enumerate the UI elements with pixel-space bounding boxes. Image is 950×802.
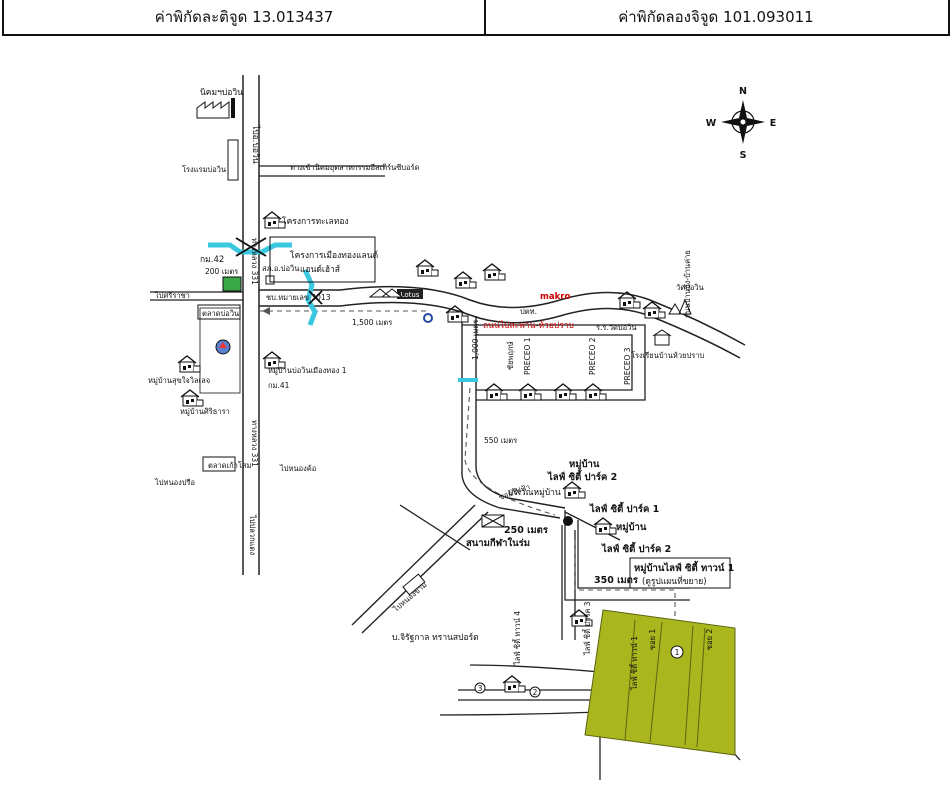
project-site — [584, 609, 736, 756]
road-nong-kham — [351, 504, 489, 634]
label-pluakdaeng-project: โครงการทะเลทอง — [282, 216, 349, 227]
label-school-mueang: โรงเรียนบ้านห้วยปราบ — [631, 351, 704, 360]
label-chiraporn: บ.จิรัฐกาล ทรานสปอร์ต — [392, 632, 479, 643]
label-sanam: สนามกีฬาในร่ม — [466, 537, 530, 549]
thongland-box — [269, 236, 376, 283]
label-to-bowin: ไปอ.บ่อวิน — [250, 124, 261, 164]
road-crossings — [235, 237, 323, 305]
label-km41: กม.41 — [268, 381, 290, 390]
label-to-sriracha: ไปศรีราชา — [154, 291, 190, 300]
label-robinson: โรงแรมบ่อวิน — [182, 165, 226, 174]
site-marker-1-label: 1 — [675, 648, 680, 657]
site-label-box — [629, 557, 731, 589]
latitude-label: ค่าพิกัดละติจูด 13.013437 — [2, 0, 486, 36]
junction-dot — [563, 516, 573, 526]
label-sukhumvit-road: ถนนไปสะพาน-ห้วยปราบ — [483, 320, 574, 331]
label-road-331-b: ทางหลวง 331 — [250, 420, 259, 467]
label-zone-1: ซอย 1 — [648, 629, 657, 650]
label-chaiyaphruek: ชัยพฤกษ์ — [506, 341, 515, 370]
label-life-town-4: ไลฟ์ ซิตี้ ทาวน์ 4 — [512, 611, 522, 666]
marker-3-label: 3 — [478, 684, 483, 693]
label-preceo-3: PRECEO 3 — [623, 347, 632, 385]
label-life-town-1-sub: (ดูรูปแผนที่ขยาย) — [642, 575, 707, 587]
label-preceo-1: PRECEO 1 — [523, 337, 532, 375]
label-1500m: 1,500 เมตร — [352, 318, 392, 327]
label-main-road: ถนนบ้านบึง-บ้านค่าย — [683, 250, 692, 318]
wat-icon — [668, 298, 692, 315]
marker-3 — [474, 682, 486, 694]
label-police: สภ.อ.บ่อวิน — [262, 264, 299, 273]
label-eastern-seaboard: ทางเข้านิคมอุตสาหกรรมอีสเทิร์นซีบอร์ด — [290, 163, 420, 172]
robinson-icon — [227, 139, 239, 181]
stadium-icon — [481, 514, 505, 528]
label-village-bowin-1: หมู่บ้านบ่อวินเมืองทอง 1 — [268, 366, 347, 375]
lotus-icon — [397, 289, 423, 299]
label-250m: 250 เมตร — [504, 525, 549, 536]
label-house-market: ตลาดเก้าโสม — [208, 461, 251, 470]
bus-icon — [402, 573, 426, 596]
label-life-city-2: ไลฟ์ ซิตี้ ปาร์ค 2 — [547, 469, 617, 483]
hospital-icon — [215, 339, 231, 355]
compass-north: N — [739, 86, 747, 97]
label-350m: 350 เมตร — [594, 575, 639, 586]
label-village-area: บริเวณหมู่บ้าน — [508, 487, 561, 498]
market-area — [199, 307, 241, 394]
label-life-town-1b: ไลฟ์ ซิตี้ ทาวน์ 1 — [629, 636, 639, 691]
label-zone-2: ซอย 2 — [705, 629, 714, 650]
highway-331 — [242, 75, 260, 575]
label-to-pluakdaeng: ไปปลวกแดง — [248, 514, 257, 555]
road-south — [461, 312, 566, 519]
label-bowin-estate: นิคมฯบ่อวิน — [200, 88, 243, 98]
arrow-west — [262, 307, 270, 315]
road-to-sriracha — [150, 291, 243, 301]
label-school-bowin: ร.ร.วัดบ่อวิน — [596, 323, 637, 332]
marker-2-label: 2 — [533, 688, 538, 697]
label-life-city-1: ไลฟ์ ซิตี้ ปาร์ค 1 — [589, 501, 659, 515]
compass-west: W — [706, 118, 717, 129]
label-village-sukjai: หมู่บ้านสุขใจวิลเลจ — [148, 376, 210, 385]
factory-icon — [196, 98, 235, 119]
label-km42: กม.42 — [200, 255, 224, 265]
ptt-icon — [222, 276, 242, 292]
makro-label: makro — [540, 292, 570, 302]
market-box — [202, 456, 236, 472]
label-wat: วัดบ่อวิน — [676, 283, 704, 292]
compass-south: S — [740, 150, 747, 161]
label-village-2: หมู่บ้าน — [616, 521, 647, 534]
dashed-route — [259, 310, 676, 640]
label-life-city-park-3: ไลฟ์ ซิตี้ ปาร์ค 3 — [582, 601, 592, 656]
label-1000m: 1,000 เมตร — [471, 320, 480, 360]
tent-icon — [368, 288, 404, 298]
label-thong-land: โครงการเมืองทองแลนด์ — [290, 250, 378, 261]
label-to-nongprue: ไปหนองปรือ — [154, 478, 195, 487]
road-west — [399, 504, 471, 551]
site-marker-1 — [670, 645, 684, 659]
road-eastern-seaboard — [259, 165, 385, 177]
water-streams — [208, 242, 318, 326]
label-village-thara: หมู่บ้านศิริธารา — [180, 407, 230, 416]
tesco-logo-icon — [423, 313, 433, 323]
label-ptt: ปตท. — [520, 307, 537, 316]
label-life-city-2b: ไลฟ์ ซิตี้ ปาร์ค 2 — [601, 541, 671, 555]
label-to-nongkho: ไปหนองค้อ — [279, 464, 316, 473]
label-preceo-2: PRECEO 2 — [588, 337, 597, 375]
coordinate-header: ค่าพิกัดละติจูด 13.013437 ค่าพิกัดลองจิจ… — [0, 0, 950, 36]
longitude-label: ค่าพิกัดลองจิจูด 101.093011 — [484, 0, 950, 36]
label-road-331: ทางหลวง 331 — [250, 238, 259, 285]
marker-2 — [529, 686, 541, 698]
label-road-3013: ชบ.หมายเลข 3013 — [266, 293, 331, 302]
label-200m: 200 เมตร — [205, 267, 238, 276]
label-life-town-1: หมู่บ้านไลฟ์ ซิตี้ ทาวน์ 1 — [634, 560, 734, 575]
compass-east: E — [770, 118, 777, 129]
compass-rose: N S E W — [706, 86, 776, 161]
school-icon — [652, 329, 672, 346]
label-bowin-market: ตลาดบ่อวิน — [202, 309, 239, 318]
label-550m: 550 เมตร — [484, 436, 517, 445]
label-village-header: หมู่บ้าน — [569, 458, 600, 471]
lotus-label: Lotus — [401, 291, 420, 299]
label-thong-land-2: แอนด์เฮ้าส์ — [300, 264, 341, 275]
